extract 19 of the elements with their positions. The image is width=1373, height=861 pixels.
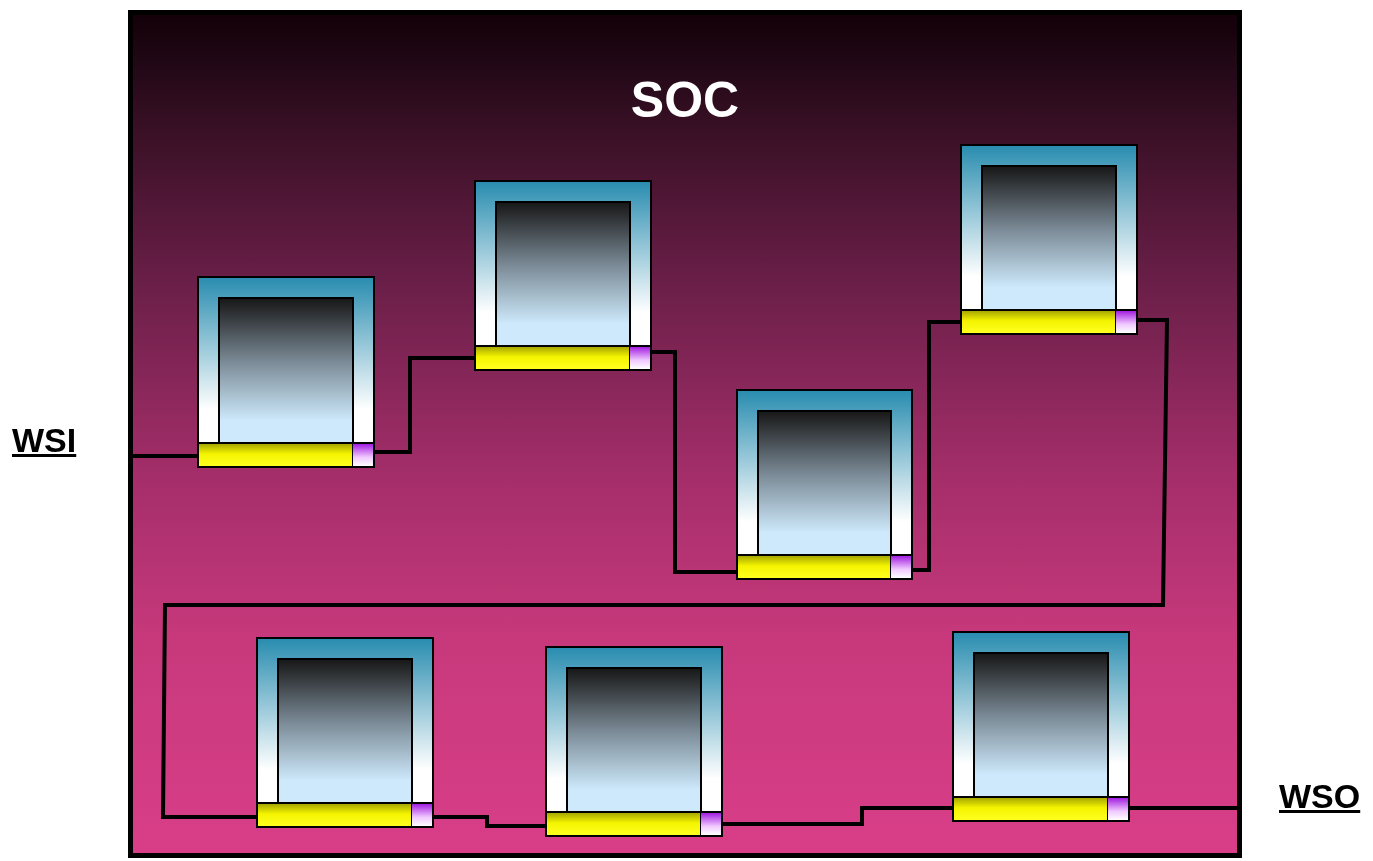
pin-label: WSO [1279, 776, 1361, 816]
core-wrapper-block [545, 646, 723, 837]
soc-box [128, 10, 1242, 858]
scan-chain-wire [913, 320, 960, 572]
scan-chain-wire [652, 350, 736, 574]
core-wrapper-block [474, 180, 652, 371]
core-wrapper-block [256, 637, 434, 828]
pin-label: WSI [12, 420, 77, 460]
scan-chain-wire [723, 806, 952, 826]
scan-chain-wire [434, 815, 545, 828]
scan-chain-wire [161, 318, 1170, 819]
core-wrapper-block [197, 276, 375, 468]
soc-title: SOC [629, 71, 741, 130]
scan-chain-wire [375, 356, 474, 454]
core-wrapper-block [960, 144, 1138, 335]
core-wrapper-block [736, 389, 913, 580]
core-wrapper-block [952, 631, 1130, 822]
scan-chain-wire [130, 454, 197, 458]
scan-chain-wire [1130, 806, 1240, 810]
